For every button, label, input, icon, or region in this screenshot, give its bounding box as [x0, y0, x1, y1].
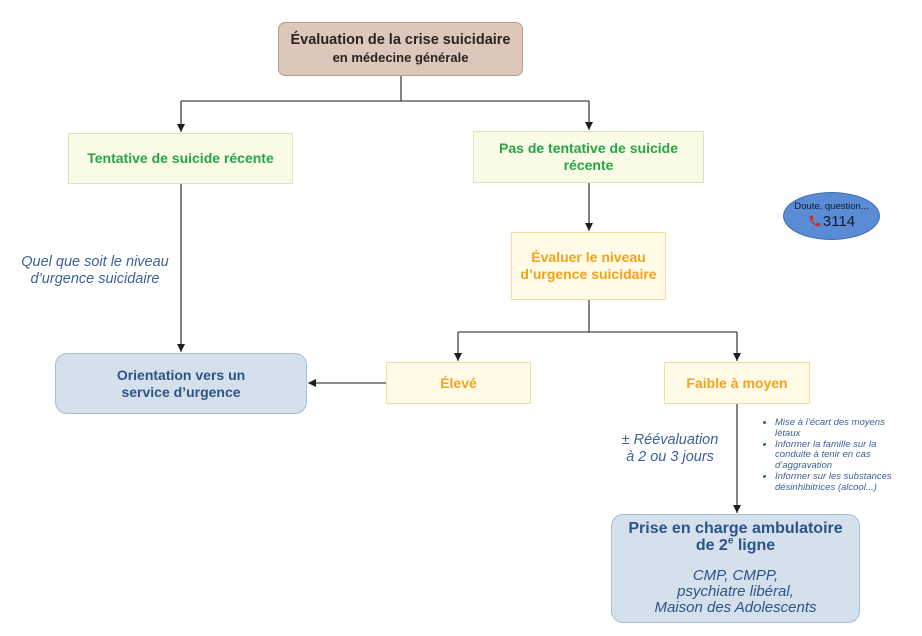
note-any-urgency-level-line-1: Quel que soit le niveau: [21, 254, 169, 270]
node-level-low-moderate: Faible à moyen: [664, 362, 810, 404]
note-reassessment-line-1: ± Réévaluation: [621, 432, 719, 448]
title-line-2-start: de 2: [695, 537, 728, 554]
root-node-title: Évaluation de la crise suicidaire: [290, 32, 511, 48]
root-node-crisis-evaluation: Évaluation de la crise suicidaire en méd…: [278, 22, 523, 76]
node-evaluate-urgency-line-1: Évaluer le niveau: [531, 249, 646, 265]
hotline-number: 3114: [822, 212, 856, 230]
title-line-2-ordinal-suffix: e: [727, 535, 734, 547]
note-reassessment-line-2: à 2 ou 3 jours: [626, 449, 714, 465]
list-item: Informer la famille sur la conduite à te…: [775, 439, 900, 472]
title-line-2-end: ligne: [733, 537, 776, 554]
node-recent-attempt-label: Tentative de suicide récente: [87, 150, 274, 166]
node-evaluate-urgency-line-2: d’urgence suicidaire: [520, 266, 657, 282]
outpatient-measures-list: Mise à l’écart des moyens létaux Informe…: [761, 417, 900, 494]
node-outpatient-care-title-line-1: Prise en charge ambulatoire: [628, 520, 843, 537]
note-reassessment: ± Réévaluation à 2 ou 3 jours: [610, 432, 730, 466]
node-level-high-label: Élevé: [440, 374, 477, 391]
note-any-urgency-level: Quel que soit le niveau d’urgence suicid…: [10, 254, 180, 288]
root-node-subtitle: en médecine générale: [332, 50, 469, 65]
outpatient-service-line: CMP, CMPP,: [692, 567, 779, 584]
node-no-recent-attempt-line-2: récente: [563, 157, 614, 173]
node-recent-attempt: Tentative de suicide récente: [68, 133, 293, 184]
list-item: Informer sur les substances désinhibitri…: [775, 471, 900, 494]
hotline-number-row: 3114: [808, 213, 855, 230]
node-no-recent-attempt-line-1: Pas de tentative de suicide: [499, 140, 678, 156]
hotline-caption: Doute, question...: [794, 200, 869, 212]
node-outpatient-care: Prise en charge ambulatoire de 2e ligne …: [611, 514, 860, 623]
node-evaluate-urgency: Évaluer le niveau d’urgence suicidaire: [511, 232, 666, 300]
node-level-high: Élevé: [386, 362, 531, 404]
hotline-bubble: Doute, question... 3114: [783, 192, 880, 240]
node-outpatient-care-title-line-2: de 2e ligne: [695, 535, 776, 554]
phone-icon: [809, 215, 821, 227]
node-emergency-referral-line-2: service d’urgence: [121, 383, 241, 400]
outpatient-service-line: Maison des Adolescents: [654, 599, 817, 616]
node-emergency-referral: Orientation vers un service d’urgence: [55, 353, 307, 414]
node-emergency-referral-line-1: Orientation vers un: [116, 366, 246, 383]
node-no-recent-attempt: Pas de tentative de suicide récente: [473, 131, 704, 183]
outpatient-service-line: psychiatre libéral,: [677, 583, 794, 600]
list-item: Mise à l’écart des moyens létaux: [775, 417, 900, 440]
outpatient-services: CMP, CMPP, psychiatre libéral, Maison de…: [654, 568, 816, 616]
note-any-urgency-level-line-2: d’urgence suicidaire: [30, 271, 160, 287]
node-level-low-moderate-label: Faible à moyen: [686, 374, 788, 391]
